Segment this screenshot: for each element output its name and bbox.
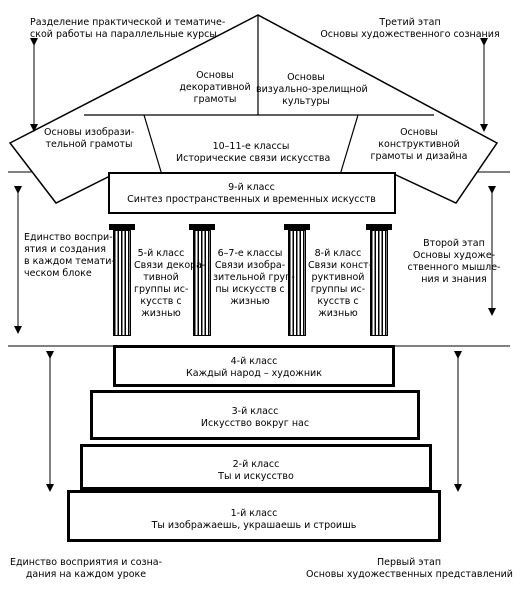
- column-capital-2: [189, 224, 215, 230]
- column-1: [113, 230, 131, 336]
- column-capital-3: [284, 224, 310, 230]
- text-bottom-left: Единство восприятия и созна-дания на каж…: [9, 557, 163, 580]
- roof: [8, 14, 499, 204]
- text-middle-left: Единство воспри-ятия и создания в каждом…: [24, 232, 115, 279]
- roof-divider-left: [143, 114, 163, 176]
- column-capital-1: [109, 224, 135, 230]
- column-2: [193, 230, 211, 336]
- column-4: [370, 230, 388, 336]
- column-3: [288, 230, 306, 336]
- text-top-left: Разделение практической и тематиче-ской …: [30, 17, 226, 40]
- roof-left-lower: Основы изобрази-тельной грамоты: [44, 127, 135, 150]
- column-capital-4: [366, 224, 392, 230]
- roof-divider-right: [339, 114, 359, 176]
